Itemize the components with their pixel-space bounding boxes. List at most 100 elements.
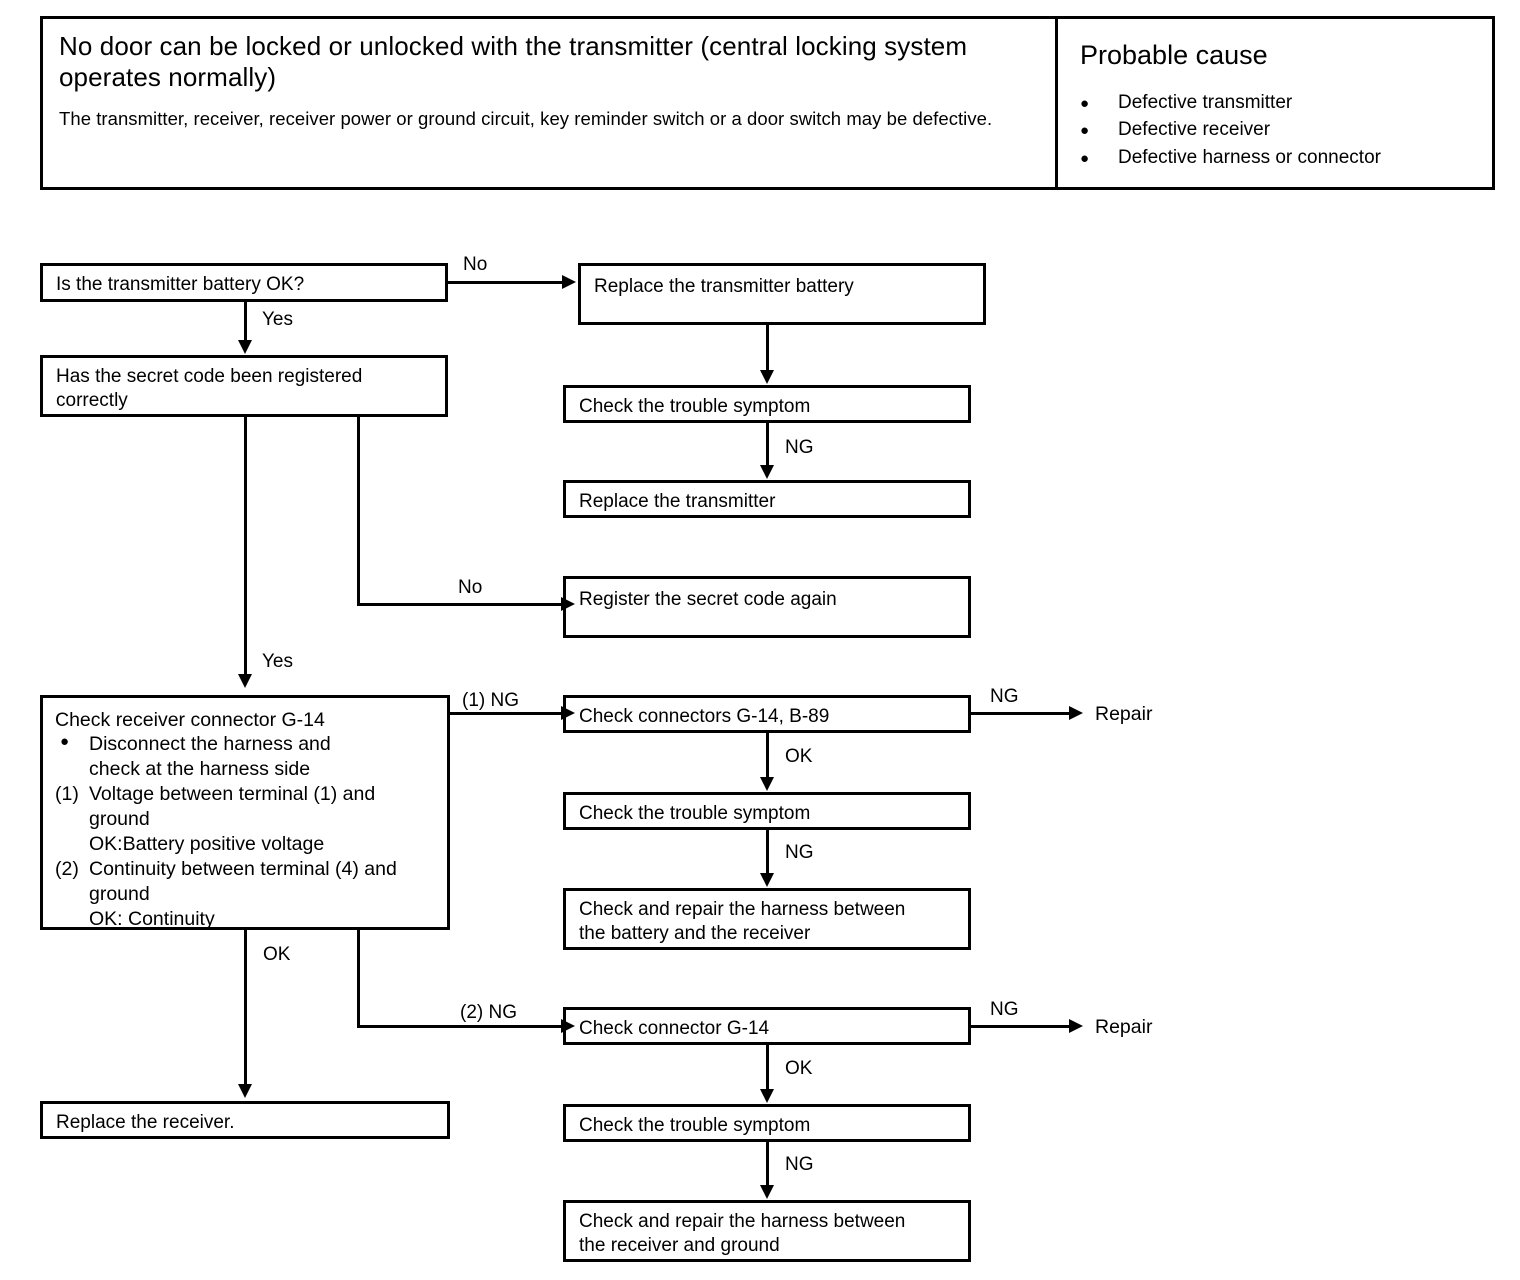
flow-box-title: Check receiver connector G-14 bbox=[55, 709, 325, 731]
header-divider bbox=[1055, 19, 1058, 187]
probable-cause-cell: Probable cause ● Defective transmitter ●… bbox=[1058, 19, 1495, 187]
connector-line bbox=[357, 417, 360, 606]
arrow-right-icon bbox=[561, 1019, 575, 1033]
flow-box-check-connector-g14: Check connector G-14 bbox=[563, 1007, 971, 1045]
flow-box-check-connectors-g14-b89: Check connectors G-14, B-89 bbox=[563, 695, 971, 733]
connector-line bbox=[766, 1142, 769, 1186]
flow-box-check-symptom-2: Check the trouble symptom bbox=[563, 792, 971, 830]
arrow-down-icon bbox=[238, 1084, 252, 1098]
edge-label-ng-repair-1: NG bbox=[990, 686, 1019, 707]
arrow-down-icon bbox=[760, 465, 774, 479]
arrow-down-icon bbox=[238, 340, 252, 354]
flow-box-label-line1: Check and repair the harness between bbox=[579, 1211, 906, 1232]
flow-box-label: Has the secret code been registered corr… bbox=[56, 366, 363, 411]
flow-box-label: Register the secret code again bbox=[579, 589, 837, 610]
arrow-down-icon bbox=[760, 1089, 774, 1103]
edge-label-ok-1: OK bbox=[785, 746, 813, 767]
flow-box-battery-ok: Is the transmitter battery OK? bbox=[40, 263, 448, 302]
arrow-down-icon bbox=[760, 1185, 774, 1199]
numbered-item-2: (2) Continuity between terminal (4) and bbox=[55, 857, 439, 882]
connector-line bbox=[766, 423, 769, 466]
bullet-item: ● Disconnect the harness and bbox=[55, 732, 439, 757]
connector-line bbox=[448, 281, 565, 284]
connector-line bbox=[971, 1025, 1072, 1028]
flow-box-label: Is the transmitter battery OK? bbox=[56, 274, 305, 295]
arrow-down-icon bbox=[760, 873, 774, 887]
terminal-repair-2: Repair bbox=[1095, 1016, 1153, 1038]
flow-box-replace-battery: Replace the transmitter battery bbox=[578, 263, 986, 325]
list-item: ● Defective receiver bbox=[1080, 116, 1485, 144]
flow-box-check-symptom-3: Check the trouble symptom bbox=[563, 1104, 971, 1142]
edge-label-yes-2: Yes bbox=[262, 651, 293, 672]
arrow-right-icon bbox=[562, 275, 576, 289]
probable-cause-list: ● Defective transmitter ● Defective rece… bbox=[1080, 89, 1485, 172]
edge-label-ng-branch-1: (1) NG bbox=[462, 690, 519, 711]
item-text-cont: ground bbox=[89, 883, 150, 906]
connector-line bbox=[971, 712, 1072, 715]
flow-box-label: Replace the transmitter bbox=[579, 491, 776, 512]
edge-label-yes-1: Yes bbox=[262, 309, 293, 330]
flow-box-label-line2: the receiver and ground bbox=[579, 1234, 780, 1256]
connector-line bbox=[357, 930, 360, 1028]
edge-label-no-1: No bbox=[463, 254, 488, 275]
flow-box-label: Replace the receiver. bbox=[56, 1112, 235, 1133]
connector-line bbox=[766, 1045, 769, 1090]
connector-line bbox=[357, 603, 564, 606]
arrow-right-icon bbox=[1069, 1019, 1083, 1033]
flow-box-register-code: Register the secret code again bbox=[563, 576, 971, 638]
connector-line bbox=[766, 733, 769, 778]
list-item: ● Defective harness or connector bbox=[1080, 144, 1485, 172]
flow-box-label-line1: Check and repair the harness between bbox=[579, 899, 906, 920]
item-marker: (2) bbox=[55, 858, 79, 881]
cause-label: Defective harness or connector bbox=[1118, 146, 1381, 168]
flow-box-label: Check connectors G-14, B-89 bbox=[579, 706, 830, 727]
connector-line bbox=[244, 302, 247, 341]
symptom-cell: No door can be locked or unlocked with t… bbox=[43, 19, 1055, 187]
list-item: ● Defective transmitter bbox=[1080, 89, 1485, 117]
arrow-down-icon bbox=[760, 370, 774, 384]
bullet-text-cont: check at the harness side bbox=[89, 758, 311, 781]
symptom-title: No door can be locked or unlocked with t… bbox=[59, 31, 968, 92]
bullet-text: Disconnect the harness and bbox=[89, 733, 331, 756]
connector-line bbox=[357, 1025, 564, 1028]
flow-box-label: Check the trouble symptom bbox=[579, 803, 811, 824]
connector-line bbox=[766, 830, 769, 874]
item-text: Voltage between terminal (1) and bbox=[89, 783, 376, 806]
flow-box-secret-code: Has the secret code been registered corr… bbox=[40, 355, 448, 417]
connector-line bbox=[244, 930, 247, 1085]
numbered-item-1: (1) Voltage between terminal (1) and bbox=[55, 782, 439, 807]
edge-label-ng-3: NG bbox=[785, 1154, 814, 1175]
cause-label: Defective receiver bbox=[1118, 119, 1271, 141]
item-text: Continuity between terminal (4) and bbox=[89, 858, 397, 881]
connector-line bbox=[450, 712, 564, 715]
arrow-down-icon bbox=[238, 674, 252, 688]
symptom-header-table: No door can be locked or unlocked with t… bbox=[40, 16, 1495, 190]
arrow-down-icon bbox=[760, 777, 774, 791]
arrow-right-icon bbox=[561, 597, 575, 611]
terminal-repair-1: Repair bbox=[1095, 703, 1153, 725]
item-ok-criteria: OK:Battery positive voltage bbox=[89, 833, 325, 856]
symptom-description: The transmitter, receiver, receiver powe… bbox=[59, 108, 993, 130]
cause-label: Defective transmitter bbox=[1118, 91, 1293, 113]
edge-label-ng-2: NG bbox=[785, 842, 814, 863]
edge-label-ng-branch-2: (2) NG bbox=[460, 1002, 517, 1023]
edge-label-ok-2: OK bbox=[785, 1058, 813, 1079]
bullet-icon: ● bbox=[1080, 149, 1090, 167]
flow-box-label: Check connector G-14 bbox=[579, 1018, 770, 1039]
flow-box-label: Check the trouble symptom bbox=[579, 396, 811, 417]
bullet-icon: ● bbox=[1080, 94, 1090, 112]
edge-label-ng-1: NG bbox=[785, 437, 814, 458]
connector-line bbox=[244, 417, 247, 675]
item-ok-criteria: OK: Continuity bbox=[89, 908, 215, 931]
edge-label-ok-branch: OK bbox=[263, 944, 291, 965]
edge-label-ng-repair-2: NG bbox=[990, 999, 1019, 1020]
connector-line bbox=[766, 325, 769, 371]
flow-box-harness-battery-receiver: Check and repair the harness between the… bbox=[563, 888, 971, 950]
probable-cause-title: Probable cause bbox=[1080, 40, 1268, 70]
item-text-cont: ground bbox=[89, 808, 150, 831]
flow-box-replace-transmitter: Replace the transmitter bbox=[563, 480, 971, 518]
flow-box-check-receiver-connector: Check receiver connector G-14 ● Disconne… bbox=[40, 695, 450, 930]
flow-box-replace-receiver: Replace the receiver. bbox=[40, 1101, 450, 1139]
flow-box-harness-receiver-ground: Check and repair the harness between the… bbox=[563, 1200, 971, 1262]
